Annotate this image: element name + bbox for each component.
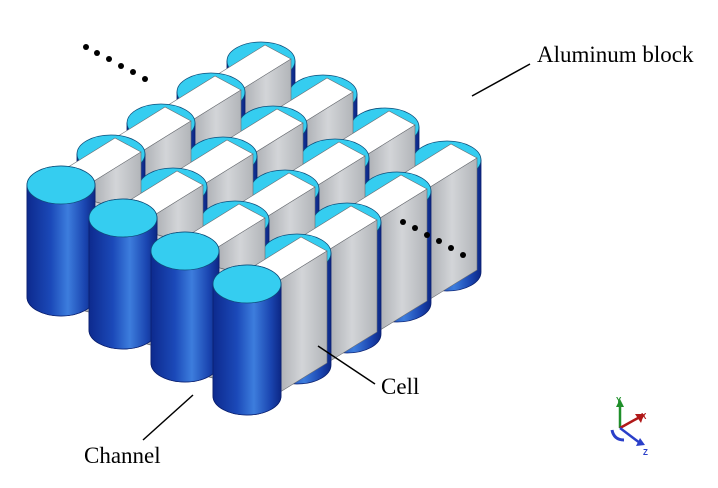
x-axis-label: X [641, 412, 647, 421]
cell-top [26, 165, 96, 205]
y-axis-arrowhead [616, 399, 624, 407]
channel-leader [142, 394, 194, 441]
continuation-dots-upper [83, 44, 148, 82]
cell-body [88, 217, 158, 350]
axis-triad: Y X Z [610, 396, 648, 457]
triad-base [610, 429, 625, 442]
cell-top [150, 231, 220, 271]
cell-label: Cell [381, 374, 419, 399]
aluminum-block-leader [471, 63, 531, 97]
z-axis-arrowhead [636, 438, 645, 446]
cell [150, 231, 220, 383]
cell [212, 264, 282, 416]
cell [88, 198, 158, 350]
cell-array [26, 41, 482, 416]
cell-top [88, 198, 158, 238]
cell [26, 165, 96, 317]
x-axis-arrowhead [635, 414, 644, 423]
cell-body [212, 283, 282, 416]
aluminum-block-label: Aluminum block [537, 42, 694, 67]
z-axis-arrow [619, 427, 641, 444]
channel-label: Channel [84, 443, 161, 468]
cell-top [212, 264, 282, 304]
cell-leader [317, 345, 376, 385]
z-axis-label: Z [643, 448, 648, 457]
x-axis-arrow [619, 416, 639, 430]
cell-body [150, 250, 220, 383]
y-axis-label: Y [616, 396, 622, 405]
cell-body [26, 184, 96, 317]
continuation-dots-lower [400, 219, 466, 258]
